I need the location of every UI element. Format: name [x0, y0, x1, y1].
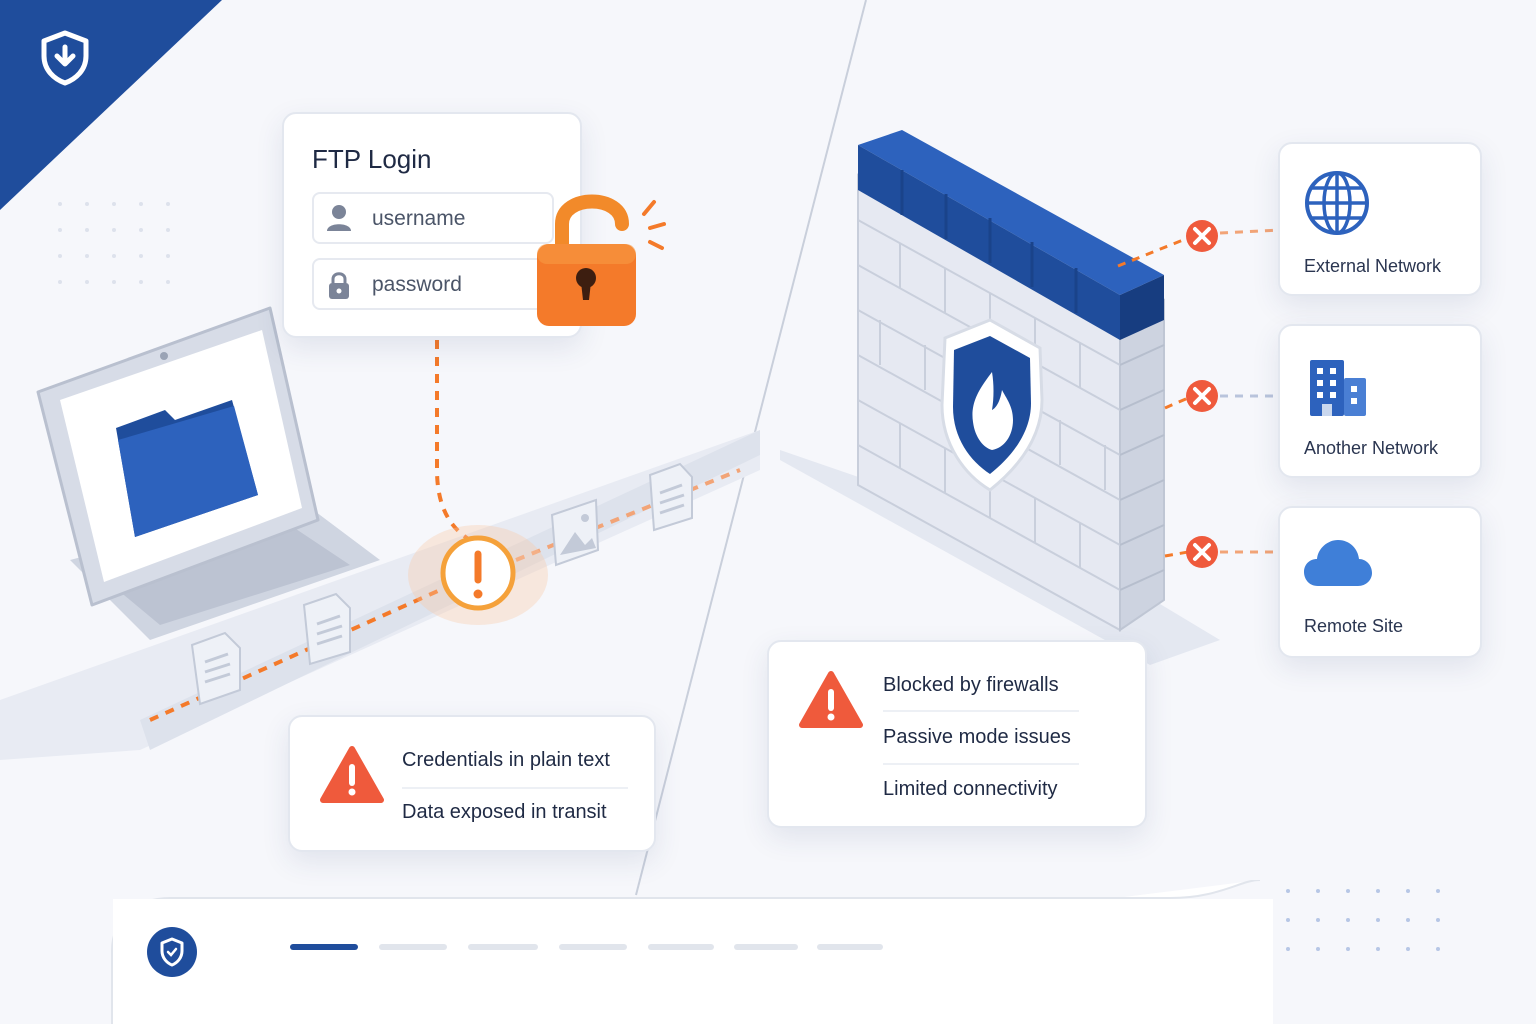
issue-limited-connectivity: Limited connectivity: [883, 778, 1058, 800]
building-icon: [1310, 360, 1366, 416]
firewall-shield-icon: [940, 318, 1044, 492]
network-card-remote: Remote Site: [1278, 506, 1482, 658]
progress-segment: [468, 944, 538, 950]
blocked-x-icon: [1186, 220, 1218, 252]
progress-segment: [379, 944, 447, 950]
security-risks-card: Credentials in plain text Data exposed i…: [288, 715, 656, 852]
network-label-external: External Network: [1304, 256, 1442, 276]
ftp-folder-icon: [116, 400, 258, 537]
password-placeholder: password: [372, 273, 462, 296]
ftp-login-card: FTP Login username password: [282, 112, 582, 338]
username-field[interactable]: username: [312, 192, 554, 244]
warning-triangle-icon: [320, 746, 384, 803]
ftp-transfer-scene: [0, 306, 760, 760]
password-field[interactable]: password: [312, 258, 554, 310]
login-title: FTP Login: [312, 144, 432, 174]
footer-shield-icon: [147, 927, 197, 977]
blocked-x-icon: [1186, 380, 1218, 412]
progress-segment: [734, 944, 798, 950]
globe-icon: [1305, 171, 1369, 235]
unlocked-padlock-icon: [537, 194, 666, 326]
network-card-external: External Network: [1278, 142, 1482, 296]
firewall-wall: [780, 130, 1220, 665]
lock-icon: [329, 272, 349, 299]
network-label-remote: Remote Site: [1304, 616, 1404, 636]
firewall-issues-card: Blocked by firewalls Passive mode issues…: [767, 640, 1147, 828]
issue-passive-mode: Passive mode issues: [883, 726, 1071, 748]
alert-circle-icon: [440, 535, 516, 611]
progress-segment: [290, 944, 358, 950]
blocked-connections: [1117, 228, 1281, 558]
progress-segment: [648, 944, 714, 950]
network-label-another: Another Network: [1304, 438, 1439, 458]
risk-divider: [402, 787, 628, 789]
progress-segment: [559, 944, 627, 950]
shield-logo-icon: [41, 30, 89, 86]
warning-triangle-icon: [799, 671, 863, 728]
risk-plain-text: Credentials in plain text: [402, 749, 610, 771]
brand-corner: [0, 0, 222, 210]
progress-segment: [817, 944, 883, 950]
user-icon: [327, 205, 351, 231]
image-file-icon: [550, 498, 600, 567]
username-placeholder: username: [372, 207, 466, 230]
issue-blocked-firewalls: Blocked by firewalls: [883, 674, 1059, 696]
issue-divider: [883, 710, 1079, 712]
cloud-icon: [1304, 540, 1372, 586]
issue-divider: [883, 763, 1079, 765]
footer-panel: [111, 880, 1273, 1024]
network-card-another: Another Network: [1278, 324, 1482, 478]
risk-data-exposed: Data exposed in transit: [402, 801, 607, 823]
blocked-x-icon: [1186, 536, 1218, 568]
